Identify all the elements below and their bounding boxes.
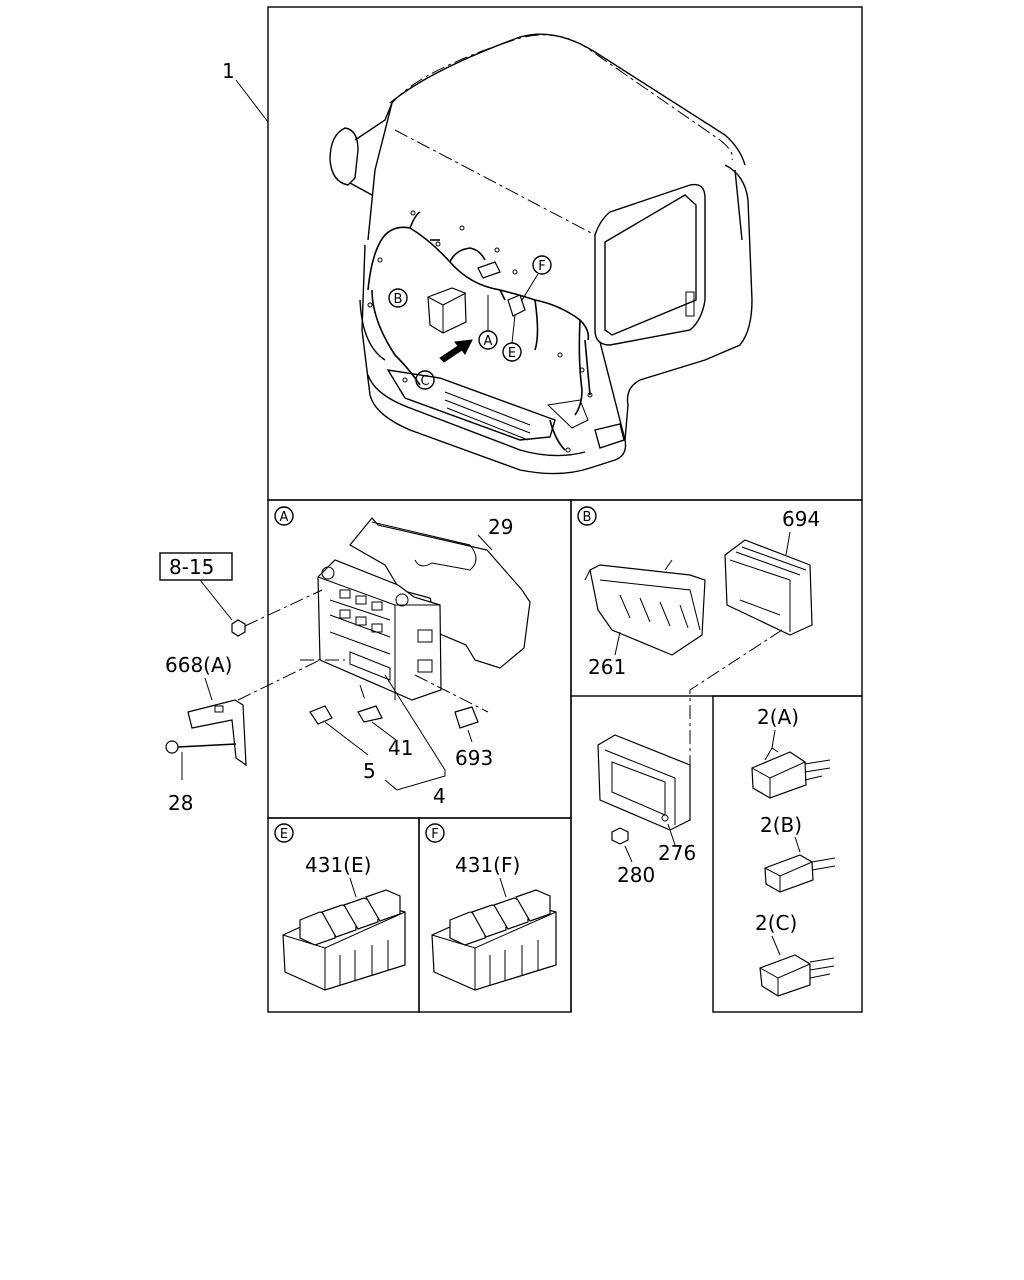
marker-b: B <box>394 292 403 307</box>
callout-261: 261 <box>588 655 626 679</box>
panel-frames <box>267 6 863 1013</box>
location-markers: B A C E F <box>388 255 552 390</box>
callout-431e: 431(E) <box>305 853 371 877</box>
callout-1: 1 <box>222 59 235 83</box>
callout-693: 693 <box>455 746 493 770</box>
relays-2: 2(A) 2(B) 2(C) <box>751 705 836 997</box>
section-b-marker: B <box>583 510 592 525</box>
callout-668a: 668(A) <box>165 653 232 677</box>
ecu-assembly: 276 280 <box>597 734 696 887</box>
marker-e: E <box>508 346 516 361</box>
marker-a: A <box>484 334 493 349</box>
callout-28: 28 <box>168 791 193 815</box>
callout-694: 694 <box>782 507 820 531</box>
callout-2c: 2(C) <box>755 911 797 935</box>
callout-29: 29 <box>488 515 513 539</box>
marker-c: C <box>420 374 429 389</box>
section-e-relay-block: E 431(E) <box>274 823 406 991</box>
truck-cab-drawing: 1 <box>222 33 753 475</box>
section-a-fuse-box: A 29 8-15 668(A) <box>159 506 531 815</box>
callout-4: 4 <box>433 784 446 808</box>
section-f-marker: F <box>431 827 438 842</box>
callout-8-15: 8-15 <box>169 555 214 579</box>
section-b-controller: B 694 261 <box>577 506 820 810</box>
callout-41: 41 <box>388 736 413 760</box>
section-a-marker: A <box>280 510 289 525</box>
callout-431f: 431(F) <box>455 853 520 877</box>
callout-2b: 2(B) <box>760 813 802 837</box>
callout-2a: 2(A) <box>757 705 799 729</box>
callout-276: 276 <box>658 841 696 865</box>
section-e-marker: E <box>280 827 288 842</box>
section-f-relay-block: F 431(F) <box>425 823 557 991</box>
callout-5: 5 <box>363 759 376 783</box>
ref-box-frame <box>159 552 233 581</box>
marker-f: F <box>538 259 545 274</box>
callout-280: 280 <box>617 863 655 887</box>
